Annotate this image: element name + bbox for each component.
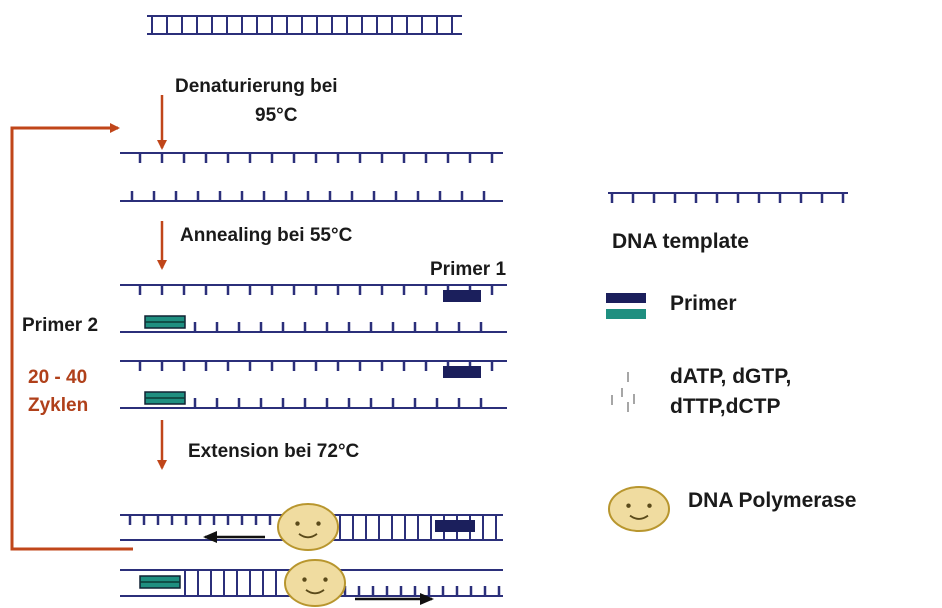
primer1-band-b: [443, 366, 481, 378]
cycles-label-line2: Zyklen: [28, 395, 88, 416]
polymerase-smiley-1: [277, 503, 339, 551]
denatured-single-strands: [120, 152, 503, 202]
legend-template-label: DNA template: [612, 230, 749, 253]
primer1-band: [443, 290, 481, 302]
annealed-strands-a: [120, 284, 507, 333]
primer1-band-extension: [435, 520, 475, 532]
legend-primer-teal-icon: [606, 309, 646, 319]
legend-template-strand: [608, 192, 848, 203]
extension-label: Extension bei 72°C: [188, 441, 360, 462]
legend-primer-dark-icon: [606, 293, 646, 303]
legend-nucleotides-label-line2: dTTP,dCTP: [670, 395, 780, 418]
legend-polymerase-label: DNA Polymerase: [688, 489, 856, 512]
legend-nucleotides-icon: [611, 372, 635, 412]
legend-nucleotides-label-line1: dATP, dGTP,: [670, 365, 791, 388]
polymerase-smiley-2: [284, 559, 346, 607]
primer2-label: Primer 2: [22, 315, 98, 336]
annealing-label: Annealing bei 55°C: [180, 225, 353, 246]
legend-polymerase-smiley-icon: [608, 486, 670, 532]
cycles-label-line1: 20 - 40: [28, 367, 87, 388]
annealed-strands-b: [120, 360, 507, 409]
denaturation-label-line2: 95°C: [255, 105, 298, 126]
primer1-label: Primer 1: [430, 259, 506, 280]
initial-double-strand-dna: [147, 15, 462, 35]
legend-primer-label: Primer: [670, 292, 737, 315]
cycle-return-loop-arrow: [10, 123, 133, 551]
denaturation-label-line1: Denaturierung bei: [175, 76, 338, 97]
